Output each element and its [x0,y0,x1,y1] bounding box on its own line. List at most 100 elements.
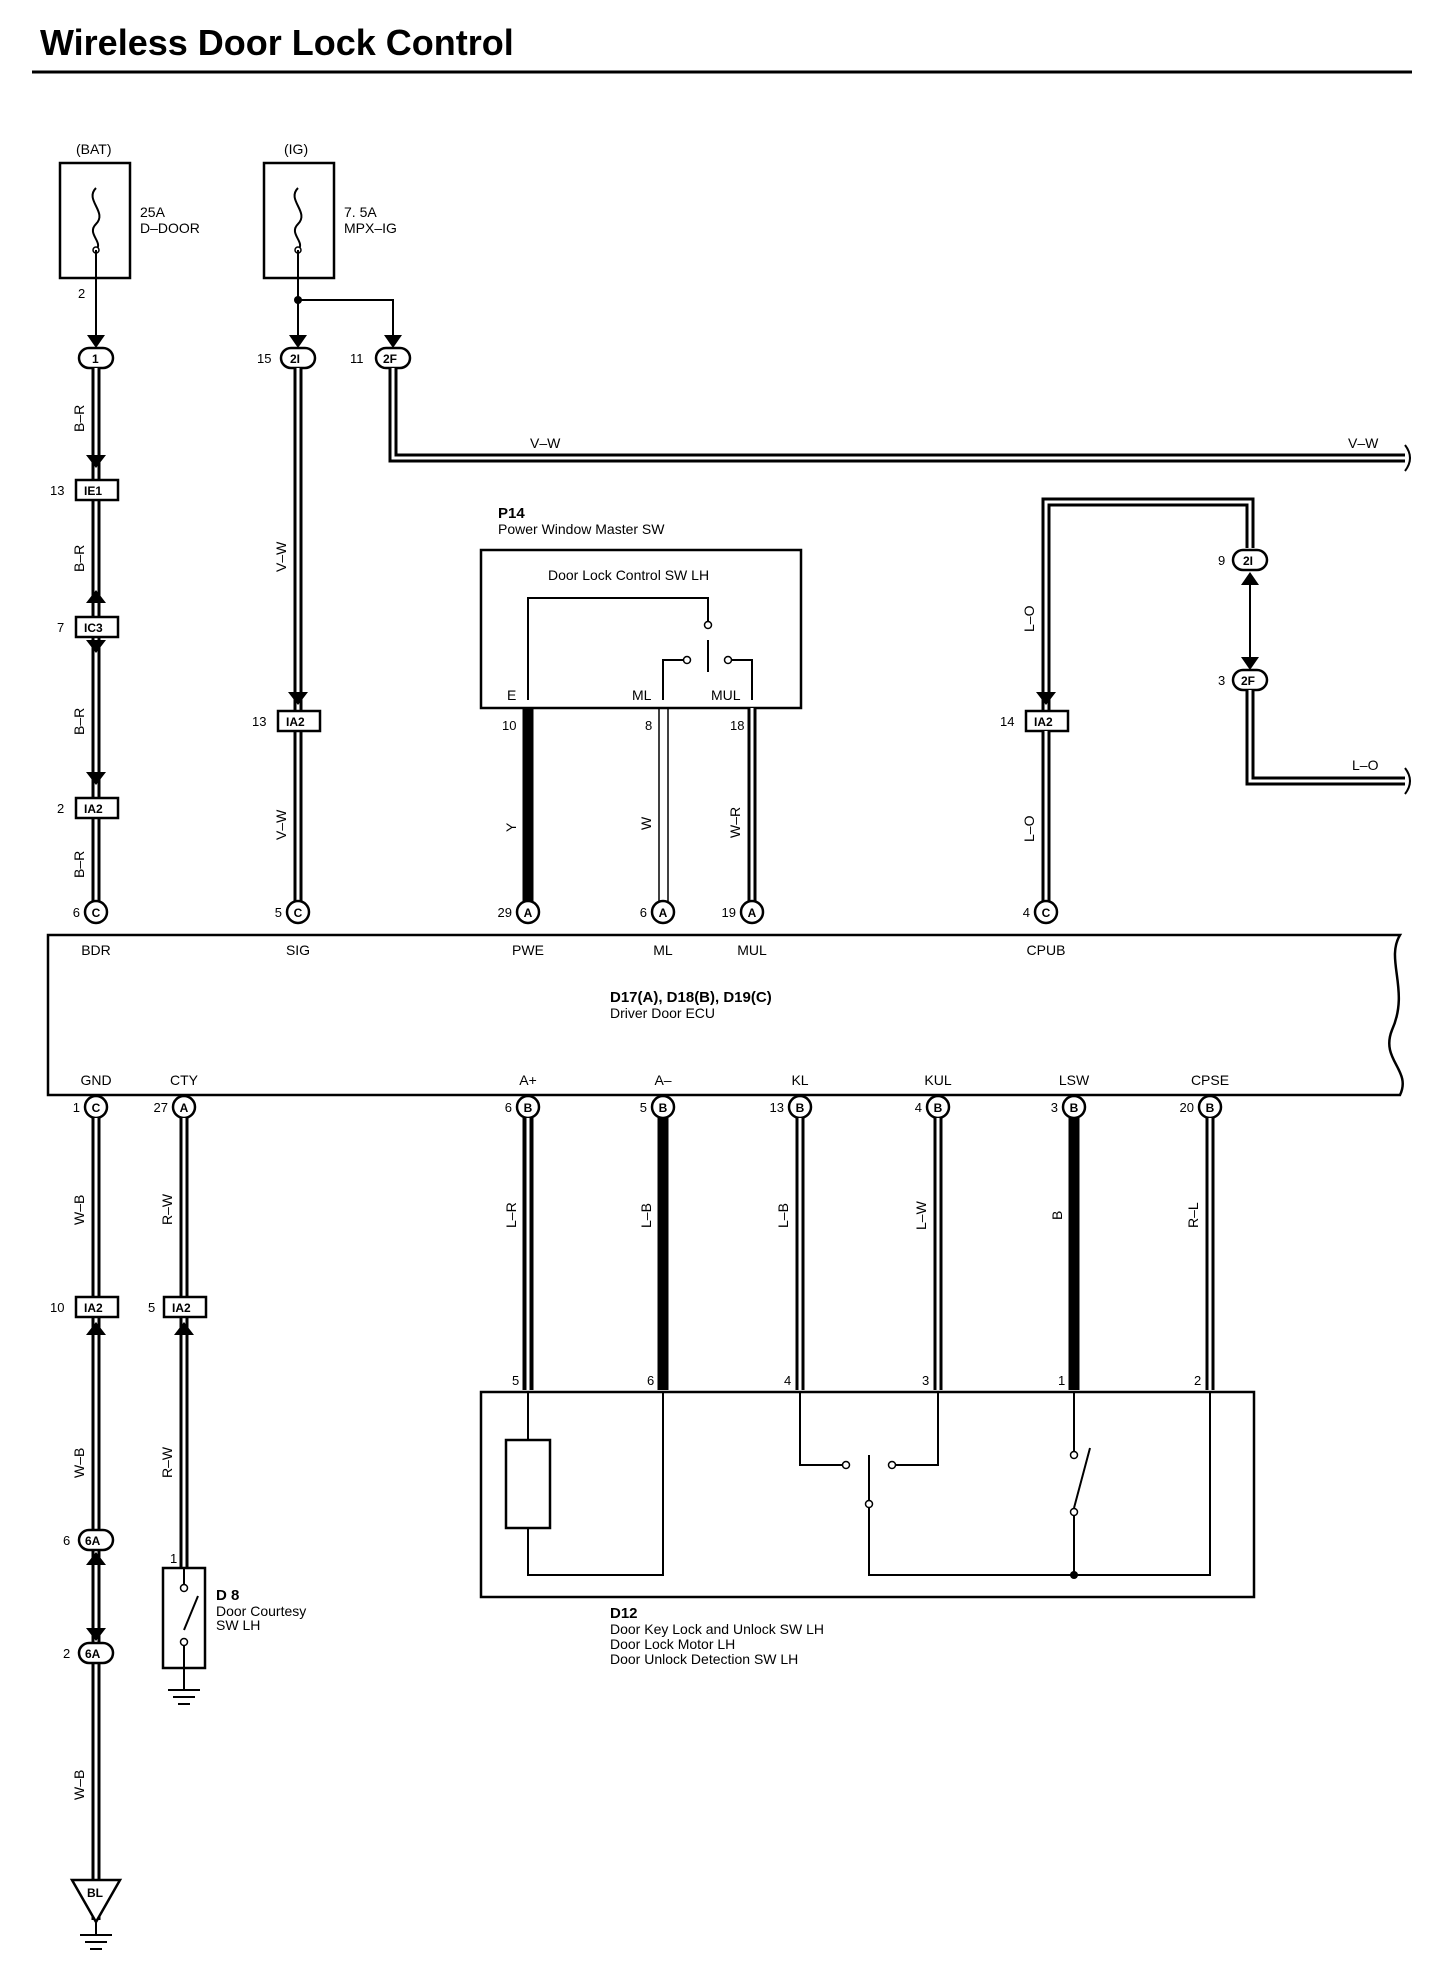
connector-ia2-2-pin: 2 [57,801,64,816]
connector-ic3-pin: 7 [57,620,64,635]
ecu-bottom-terminal-conn-7: B [1206,1101,1215,1115]
ecu-bottom-terminal-label-1: CTY [170,1072,199,1088]
switch-node [841,1460,851,1470]
d12-line-3: Door Unlock Detection SW LH [610,1651,798,1667]
d12-line-1: Door Key Lock and Unlock SW LH [610,1621,824,1637]
fuse-d-door-pin: 2 [78,286,85,301]
arrow-down-icon [289,335,307,348]
page-title: Wireless Door Lock Control [40,22,514,63]
arrow-up-icon [86,1552,106,1565]
wire-label-l-o-right: L–O [1352,757,1379,773]
wire-label-b-r-4: B–R [71,851,87,878]
wire-l-o-right-inner [1248,690,1405,783]
switch-node [723,655,733,665]
ecu-box [46,933,1404,1097]
arrow-down-icon [86,1628,106,1641]
ecu-top-terminal-pin-4: 19 [722,905,736,920]
switch-node [1069,1450,1079,1460]
switch-node [179,1583,189,1593]
ecu-bottom-terminal-label-4: KL [791,1072,808,1088]
connector-6a-2-pin: 2 [63,1646,70,1661]
connector-ia2-14-pin: 14 [1000,714,1014,729]
connector-ic3 [74,615,120,639]
ecu-bottom-terminal-conn-3: B [659,1101,668,1115]
connector-6a-2 [77,1641,115,1665]
ecu-top-terminal-0 [83,899,109,925]
arrow-up-icon [86,1322,106,1335]
wire-label-w: W [638,816,654,830]
wire-label-w-b-2: W–B [71,1448,87,1478]
ecu-top-terminal-label-3: ML [653,942,673,958]
ecu-bottom-terminal-conn-1: A [180,1101,189,1115]
fuse-d-door-amp: 25A [140,204,166,220]
wire-label-r-w-2: R–W [159,1446,175,1478]
arrow-down-icon [384,335,402,348]
connector-ia2-5 [162,1295,208,1319]
connector-2i-9 [1231,548,1269,572]
p14-box [479,548,803,710]
ecu-top-terminal-label-5: CPUB [1027,942,1066,958]
wire-ig-branch [298,299,394,340]
unlock-detect-switch-icon [1073,1447,1091,1509]
connector-ia2-10-pin: 10 [50,1300,64,1315]
d12-code: D12 [610,1605,638,1622]
connector-2f-11-id: 2F [383,352,397,366]
ground-point-bl-id: BL [87,1886,103,1900]
arrow-down-icon [1241,657,1259,670]
switch-node [179,1637,189,1647]
wire-label-w-b-3: W–B [71,1770,87,1800]
arrow-down-icon [1036,692,1056,705]
arrow-up-icon [174,1322,194,1335]
ecu-top-terminal-conn-2: A [524,906,533,920]
wire-label-w-b-1: W–B [71,1195,87,1225]
ecu-top-terminal-1 [285,899,311,925]
switch-node [1069,1507,1079,1517]
ecu-top-terminal-label-4: MUL [737,942,767,958]
d8-code: D 8 [216,1587,239,1604]
arrow-up-icon [1241,572,1259,585]
fuse-mpx-ig-amp: 7. 5A [344,204,377,220]
p14-mul-lead [732,659,753,700]
connector-2f-3-id: 2F [1241,674,1255,688]
connector-ia2-2 [74,796,120,820]
wire-label-l-w: L–W [913,1200,929,1230]
p14-pin-ml: 8 [645,718,652,733]
switch-node [703,620,713,630]
ecu-top-terminal-conn-0: C [92,906,101,920]
d8-line1: Door Courtesy [216,1603,306,1619]
p14-inner-label: Door Lock Control SW LH [548,567,709,583]
ecu-top-terminal-conn-5: C [1042,906,1051,920]
connector-ia2-10 [74,1295,120,1319]
ecu-bottom-terminal-label-0: GND [80,1072,111,1088]
connector-ia2-5-pin: 5 [148,1300,155,1315]
arrow-down-icon [288,692,308,705]
ecu-top-terminal-pin-1: 5 [275,905,282,920]
ecu-bottom-terminal-conn-6: B [1070,1101,1079,1115]
ecu-top-terminal-2 [515,899,541,925]
p14-ml-lead [662,659,683,700]
ecu-top-terminal-pin-5: 4 [1023,905,1030,920]
ecu-top-terminal-5 [1033,899,1059,925]
d12-line-2: Door Lock Motor LH [610,1636,735,1652]
ecu-top-terminal-pin-0: 6 [73,905,80,920]
ecu-top-terminal-label-1: SIG [286,942,310,958]
ecu-bottom-terminal-pin-2: 6 [505,1100,512,1115]
p14-code: P14 [498,505,525,522]
d12-common-lead [868,1392,1211,1576]
connector-ic3-id: IC3 [84,621,103,635]
wire-break-icon [1404,767,1411,795]
d12-box [479,1390,1256,1599]
ecu-name: Driver Door ECU [610,1005,715,1021]
d12-kul-lead [896,1392,939,1466]
fuse-mpx-ig-icon [293,187,303,251]
wire-label-l-r: L–R [503,1202,519,1228]
d8-pin: 1 [170,1551,177,1566]
wire-label-l-o-1: L–O [1021,605,1037,632]
connector-6a-6-id: 6A [85,1534,101,1548]
wire-label-r-l: R–L [1185,1202,1201,1228]
arrow-down-icon [86,772,106,785]
connector-ia2-13-id: IA2 [286,715,305,729]
ecu-bottom-terminal-pin-6: 3 [1051,1100,1058,1115]
ecu-top-terminal-3 [650,899,676,925]
